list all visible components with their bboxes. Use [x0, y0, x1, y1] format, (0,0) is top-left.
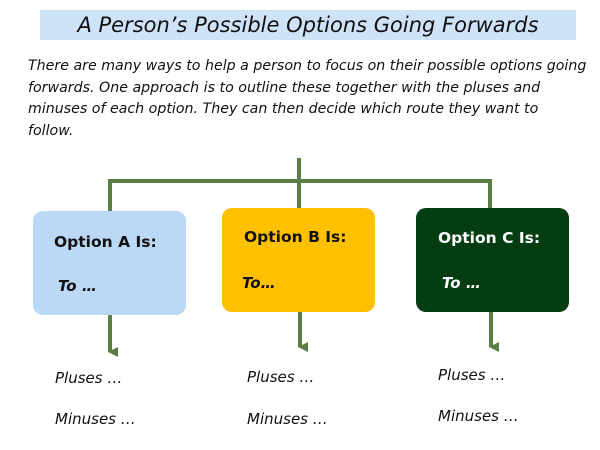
option-b-body: To… [242, 274, 276, 292]
option-a-box: Option A Is: To … [33, 211, 186, 315]
option-b-minuses: Minuses … [247, 410, 328, 428]
option-c-body: To … [442, 274, 481, 292]
option-b-heading: Option B Is: [244, 228, 347, 246]
option-c-pluses: Pluses … [438, 366, 506, 384]
option-a-pluses: Pluses … [55, 369, 123, 387]
option-b-box: Option B Is: To… [222, 208, 375, 312]
page-title: A Person’s Possible Options Going Forwar… [77, 13, 539, 37]
option-a-minuses: Minuses … [55, 410, 136, 428]
option-c-minuses: Minuses … [438, 407, 519, 425]
option-a-heading: Option A Is: [54, 233, 157, 251]
option-c-heading: Option C Is: [438, 229, 541, 247]
option-b-pluses: Pluses … [247, 368, 315, 386]
option-c-box: Option C Is: To … [416, 208, 569, 312]
option-a-body: To … [58, 277, 97, 295]
title-banner: A Person’s Possible Options Going Forwar… [40, 10, 576, 40]
intro-paragraph: There are many ways to help a person to … [28, 58, 587, 139]
